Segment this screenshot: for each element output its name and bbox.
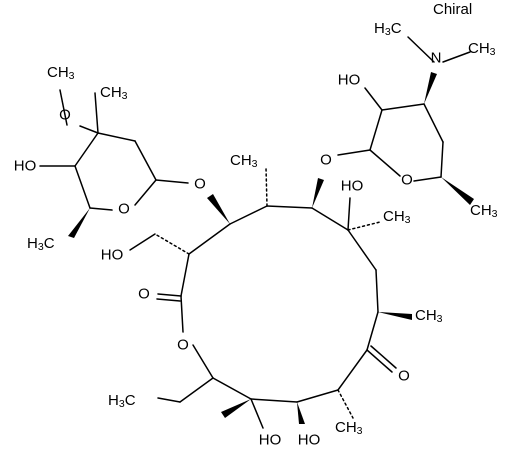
atom-o-carbonyl-ester: O bbox=[138, 286, 150, 303]
atom-o-glyco-1: O bbox=[194, 176, 206, 193]
atom-oh-2: HO bbox=[101, 247, 124, 264]
chirality-label: Chiral bbox=[433, 1, 473, 18]
atom-n-amine: N bbox=[431, 50, 442, 67]
atom-oh-4: HO bbox=[338, 72, 361, 89]
group-n-me-right: CH3 bbox=[468, 40, 496, 59]
atom-o-ring-a: O bbox=[118, 201, 130, 218]
group-ch3-ring-c4: CH3 bbox=[415, 307, 443, 326]
group-ethyl-ch3: H3C bbox=[108, 392, 136, 411]
group-ch3-ring-c8: CH3 bbox=[383, 208, 411, 227]
atom-oh-6: HO bbox=[298, 432, 321, 449]
group-ch3-ring-c11: CH3 bbox=[230, 152, 258, 171]
group-n-me-left: H3C bbox=[374, 20, 402, 39]
group-ch3-ring-c12: CH3 bbox=[335, 419, 363, 438]
macrolactone-ring bbox=[129, 167, 412, 429]
group-ch3-sugar-b: CH3 bbox=[470, 202, 498, 221]
right-sugar-ring bbox=[337, 36, 474, 205]
atom-o-ketone: O bbox=[398, 368, 410, 385]
group-ch3-methoxy: CH3 bbox=[47, 64, 75, 83]
atom-o-ring-c: O bbox=[401, 172, 413, 189]
left-sugar-ring bbox=[39, 89, 189, 238]
atom-oh-5: HO bbox=[259, 432, 282, 449]
atom-oh-1: HO bbox=[14, 158, 37, 175]
atom-o-glyco-2: O bbox=[320, 152, 332, 169]
group-ch3-sugar-a-top: CH3 bbox=[100, 84, 128, 103]
atom-oh-3: HO bbox=[341, 178, 364, 195]
atom-o-ring-b: O bbox=[177, 337, 189, 354]
group-ch3-sugar-a-low: H3C bbox=[27, 235, 55, 254]
atom-o-methoxy: O bbox=[59, 107, 71, 124]
